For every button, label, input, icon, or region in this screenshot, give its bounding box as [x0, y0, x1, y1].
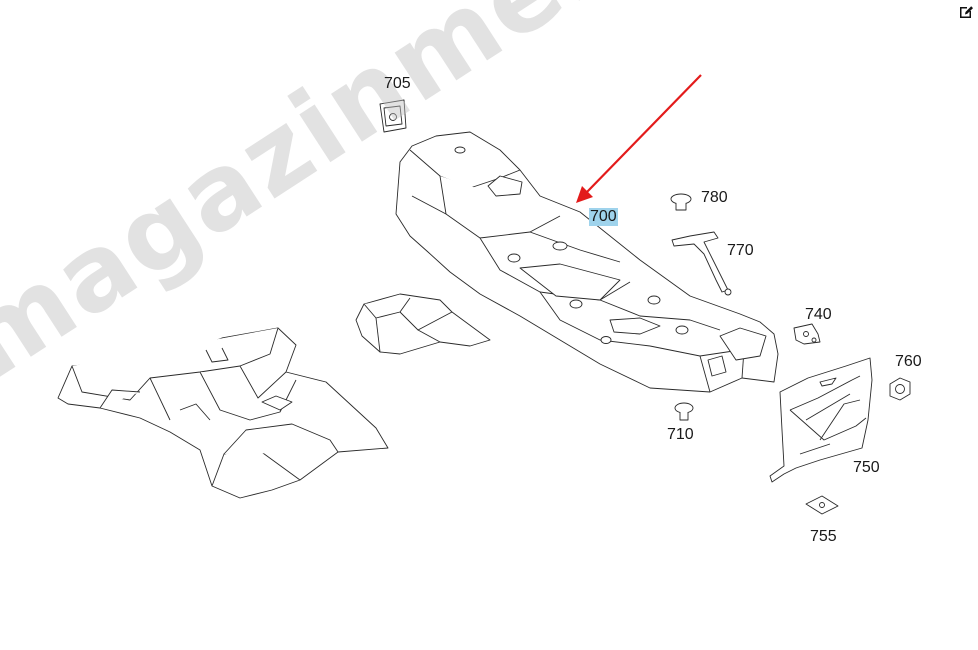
panel-750 [769, 357, 873, 483]
clip-780 [670, 193, 692, 211]
push-pin-710 [674, 402, 694, 421]
underbody-panel-left [57, 327, 389, 499]
callout-780[interactable]: 780 [701, 189, 728, 206]
heat-shield-700 [395, 131, 779, 393]
callout-710[interactable]: 710 [667, 426, 694, 443]
callout-740[interactable]: 740 [805, 306, 832, 323]
pointer-arrow [576, 74, 702, 203]
callout-750[interactable]: 750 [853, 459, 880, 476]
callout-760[interactable]: 760 [895, 353, 922, 370]
callout-700[interactable]: 700 [589, 208, 618, 226]
clip-755 [805, 495, 839, 515]
callout-770[interactable]: 770 [727, 242, 754, 259]
clip-740 [793, 323, 821, 345]
callout-705[interactable]: 705 [384, 75, 411, 92]
bracket-770 [671, 231, 732, 296]
clip-705 [379, 99, 407, 133]
edit-icon[interactable] [958, 4, 974, 20]
callout-755[interactable]: 755 [810, 528, 837, 545]
small-heat-shield [355, 293, 491, 355]
nut-760 [889, 377, 911, 401]
